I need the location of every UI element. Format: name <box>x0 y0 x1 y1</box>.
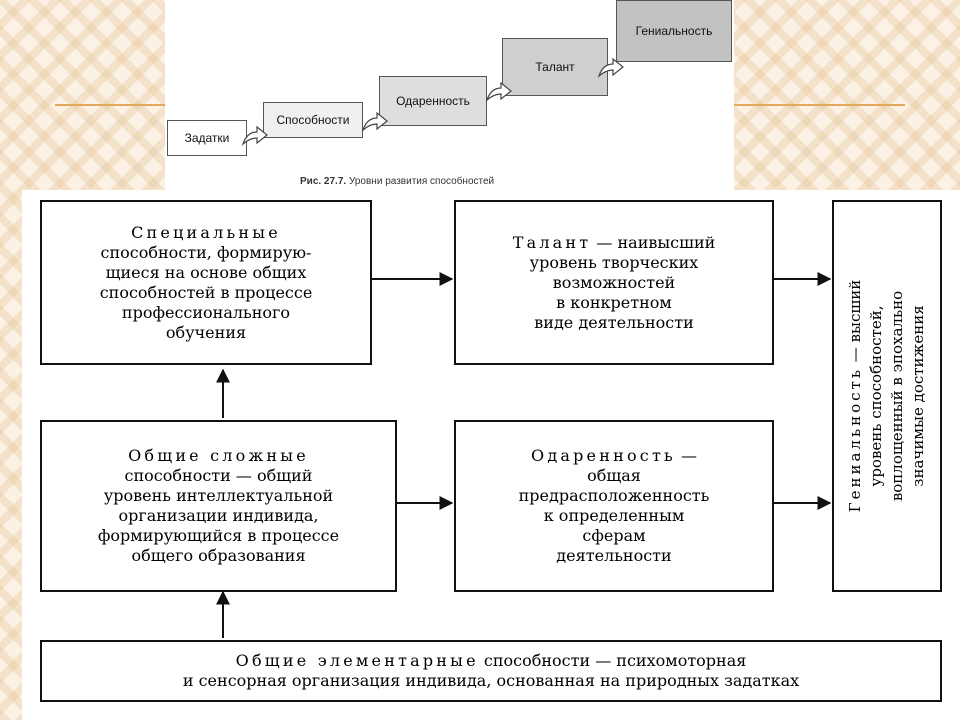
talent-heading: Талант — наивысший <box>460 233 768 253</box>
box-general-elementary-abilities: Общие элементарные способности — психомо… <box>40 640 942 702</box>
step-label: Талант <box>535 60 575 74</box>
giftedness-heading: Одаренность — <box>460 446 768 466</box>
text-line: сферам <box>582 526 646 545</box>
step-arrow-icon <box>361 111 388 132</box>
top-figure: Задатки Способности Одаренность Талант Г… <box>165 0 734 190</box>
term-elementary-rest: способности — психомоторная <box>478 651 747 670</box>
step-genialnost: Гениальность <box>616 0 732 62</box>
text-line: уровень интеллектуальной <box>103 486 334 505</box>
text-line: способностей в процессе <box>99 282 313 302</box>
text-line: общая <box>587 466 641 485</box>
box-talent: Талант — наивысший уровень творческих во… <box>454 200 774 365</box>
text-line: способности, формирую- <box>100 242 312 262</box>
text-line: уровень творческих <box>529 252 699 272</box>
term-talent: Талант <box>512 232 592 252</box>
main-diagram: Специальные способности, формирую- щиеся… <box>22 190 960 720</box>
term-talent-rest: — наивысший <box>591 232 716 252</box>
box-special-abilities: Специальные способности, формирую- щиеся… <box>40 200 372 365</box>
text-line: виде деятельности <box>534 312 694 332</box>
text-line: организации индивида, <box>118 506 319 525</box>
box-genius: Гениальность — высший уровень способност… <box>832 200 942 592</box>
figure-caption-text: Уровни развития способностей <box>348 176 495 187</box>
elementary-heading: Общие элементарные способности — психомо… <box>46 651 936 671</box>
text-line: и сенсорная организация индивида, основа… <box>182 671 800 690</box>
figure-caption-number: Рис. 27.7. <box>300 176 347 187</box>
step-arrow-icon <box>241 125 268 146</box>
text-line: предрасположенность <box>518 486 710 505</box>
term-general-complex: Общие сложные <box>128 446 309 465</box>
step-zadatki: Задатки <box>167 120 247 156</box>
text-line: формирующийся в процессе <box>97 526 340 545</box>
text-line: возможностей <box>552 272 676 292</box>
genius-rotated-text: Гениальность — высший уровень способност… <box>845 206 929 586</box>
connector-arrows <box>216 272 832 638</box>
text-line: способности — общий <box>124 466 313 485</box>
text-line: общего образования <box>131 546 306 565</box>
term-giftedness-rest: — <box>675 446 697 465</box>
step-label: Задатки <box>184 131 230 145</box>
text-line: к определенным <box>543 506 685 525</box>
genius-heading: Гениальность — высший <box>845 206 866 586</box>
text-line: значимые достижения <box>909 305 927 487</box>
text-line: обучения <box>165 322 247 342</box>
step-arrow-icon <box>597 57 624 78</box>
box-giftedness: Одаренность — общая предрасположенность … <box>454 420 774 592</box>
text-line: в конкретном <box>556 292 672 312</box>
step-label: Одаренность <box>396 94 470 108</box>
text-line: профессионального <box>121 302 291 322</box>
term-special: Специальные <box>131 222 281 242</box>
box-general-complex-abilities: Общие сложные способности — общий уровен… <box>40 420 397 592</box>
term-genius-rest: — высший <box>846 279 864 367</box>
term-giftedness: Одаренность <box>531 446 676 465</box>
step-sposobnosti: Способности <box>263 102 363 138</box>
step-arrow-icon <box>485 81 512 102</box>
step-odarennost: Одаренность <box>379 76 487 126</box>
text-line: воплощенный в эпохально <box>888 290 906 502</box>
figure-caption: Рис. 27.7. Уровни развития способностей <box>300 176 494 187</box>
text-line: уровень способностей, <box>867 305 885 487</box>
step-label: Гениальность <box>635 24 713 38</box>
text-line: щиеся на основе общих <box>105 262 307 282</box>
term-elementary: Общие элементарные <box>235 651 479 670</box>
term-genius: Гениальность <box>846 366 864 513</box>
text-line: деятельности <box>556 546 672 565</box>
step-talant: Талант <box>502 38 608 96</box>
step-label: Способности <box>276 113 350 127</box>
